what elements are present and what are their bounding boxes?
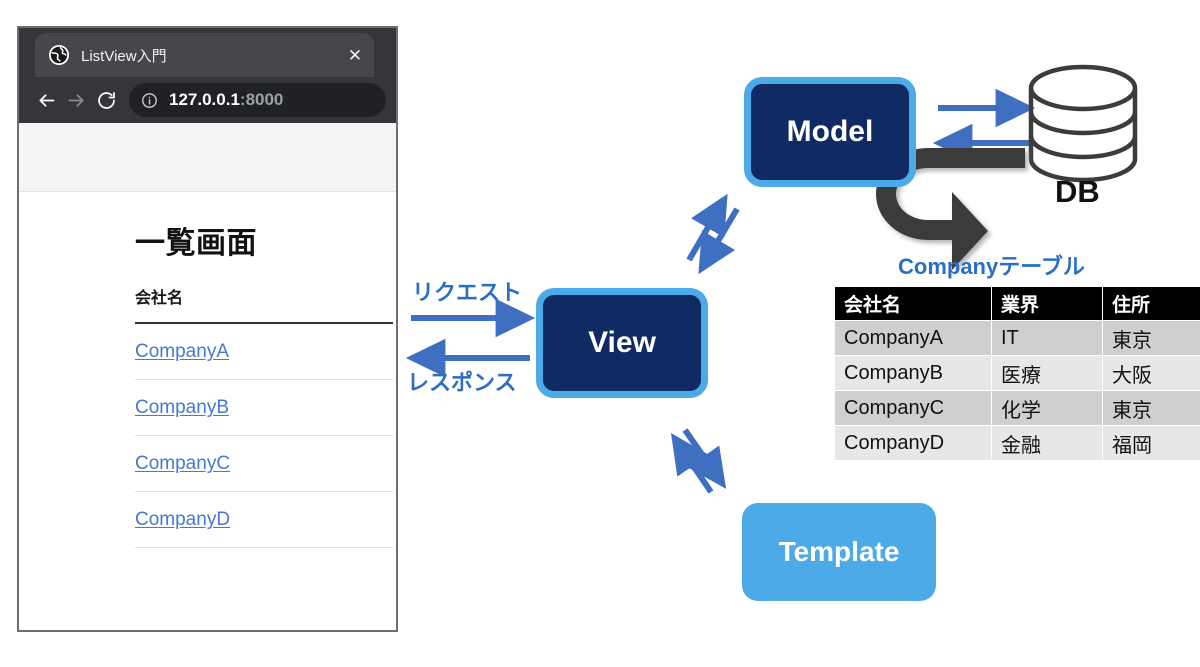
column-header-company-name: 会社名 (135, 284, 393, 324)
cell-industry: 医療 (992, 356, 1102, 390)
cell-name: CompanyB (835, 356, 991, 390)
cell-address: 東京 (1103, 391, 1200, 425)
table-row: CompanyA (135, 323, 393, 380)
browser-tab[interactable]: ListView入門 ✕ (35, 33, 374, 77)
view-model-arrows (686, 193, 740, 275)
company-table-header-row: 会社名 業界 住所 (835, 287, 1200, 320)
link-companyb[interactable]: CompanyB (135, 397, 229, 418)
page-viewport: 一覧画面 会社名 CompanyA CompanyB (19, 218, 396, 630)
table-row: CompanyD (135, 491, 393, 548)
browser-chrome: ListView入門 ✕ (19, 28, 396, 123)
view-template-arrows (670, 428, 727, 494)
cell-name: CompanyC (835, 391, 991, 425)
link-companyc[interactable]: CompanyC (135, 453, 231, 474)
cell-address: 福岡 (1103, 426, 1200, 460)
cell-industry: 金融 (992, 426, 1102, 460)
browser-toolbar: 127.0.0.1:8000 (19, 77, 396, 123)
company-list-table: 会社名 CompanyA CompanyB CompanyC (135, 284, 393, 548)
table-row: CompanyC (135, 435, 393, 492)
table-cell-company: CompanyC (135, 435, 393, 492)
label-request: リクエスト (412, 280, 523, 305)
table-cell-company: CompanyD (135, 491, 393, 548)
close-icon[interactable]: ✕ (347, 45, 363, 65)
address-bar[interactable]: 127.0.0.1:8000 (129, 83, 386, 117)
cell-industry: 化学 (992, 391, 1102, 425)
node-model[interactable]: Model (744, 77, 916, 187)
table-row: CompanyA IT 東京 (835, 321, 1200, 355)
column-header-address: 住所 (1103, 287, 1200, 320)
table-cell-company: CompanyA (135, 323, 393, 380)
cell-address: 大阪 (1103, 356, 1200, 390)
table-row: CompanyB (135, 379, 393, 436)
forward-arrow-icon[interactable] (61, 85, 91, 115)
tab-strip: ListView入門 ✕ (19, 28, 396, 77)
bookmarks-bar (19, 123, 396, 192)
table-row: CompanyB 医療 大阪 (835, 356, 1200, 390)
cell-name: CompanyD (835, 426, 991, 460)
node-view[interactable]: View (536, 288, 708, 398)
db-label: DB (1055, 174, 1100, 209)
database-cylinder-icon (1028, 64, 1138, 183)
table-row: CompanyC 化学 東京 (835, 391, 1200, 425)
cell-name: CompanyA (835, 321, 991, 355)
link-companyd[interactable]: CompanyD (135, 509, 231, 530)
url-port: :8000 (239, 90, 284, 109)
company-table-title: Companyテーブル (898, 254, 1085, 279)
label-response: レスポンス (407, 370, 517, 395)
mvt-architecture-diagram: Model View Template リクエスト レスポンス DB Compa… (400, 0, 1200, 667)
browser-window: ListView入門 ✕ (17, 26, 398, 632)
back-arrow-icon[interactable] (31, 85, 61, 115)
page-title: 一覧画面 (135, 227, 257, 260)
url-text: 127.0.0.1:8000 (169, 90, 283, 110)
url-host: 127.0.0.1 (169, 90, 240, 109)
model-db-arrows (932, 88, 1036, 163)
info-circle-icon[interactable] (141, 92, 158, 109)
column-header-name: 会社名 (835, 287, 991, 320)
reload-icon[interactable] (91, 85, 121, 115)
table-row: CompanyD 金融 福岡 (835, 426, 1200, 460)
link-companya[interactable]: CompanyA (135, 341, 229, 362)
cell-industry: IT (992, 321, 1102, 355)
node-template[interactable]: Template (742, 503, 936, 601)
table-cell-company: CompanyB (135, 379, 393, 436)
request-response-arrows (405, 298, 536, 378)
company-data-table: 会社名 業界 住所 CompanyA IT 東京 CompanyB 医療 大阪 … (834, 286, 1200, 461)
column-header-industry: 業界 (992, 287, 1102, 320)
table-header-row: 会社名 (135, 284, 393, 324)
cell-address: 東京 (1103, 321, 1200, 355)
globe-icon (49, 45, 69, 65)
tab-title: ListView入門 (81, 47, 167, 65)
